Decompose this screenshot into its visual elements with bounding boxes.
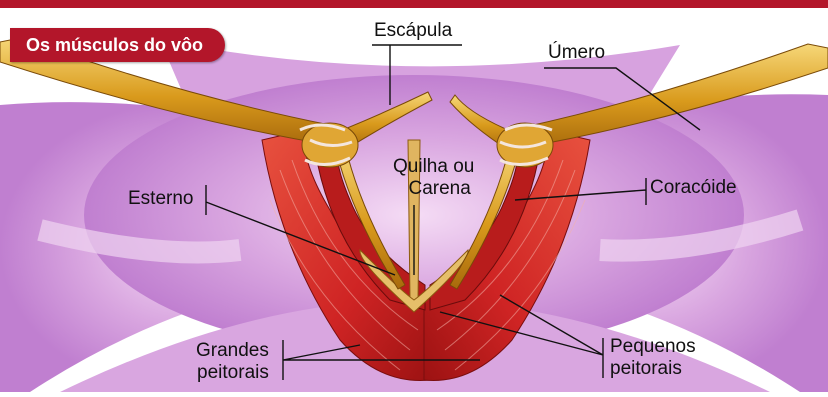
label-pequenos-peitorais: Pequenos peitorais [610, 336, 696, 380]
label-coracoide: Coracóide [650, 177, 737, 199]
label-pequenos-line2: peitorais [610, 358, 696, 380]
label-esterno: Esterno [128, 188, 193, 210]
title-text: Os músculos do vôo [26, 35, 203, 56]
label-grandes-line1: Grandes [196, 340, 269, 362]
label-quilha-line2: Carena [393, 178, 474, 200]
label-pequenos-line1: Pequenos [610, 336, 696, 358]
label-grandes-peitorais: Grandes peitorais [196, 340, 269, 384]
label-quilha-line1: Quilha ou [393, 156, 474, 178]
top-accent-bar [0, 0, 828, 8]
title-badge: Os músculos do vôo [10, 28, 225, 62]
label-grandes-line2: peitorais [196, 362, 269, 384]
label-quilha: Quilha ou Carena [393, 156, 474, 200]
label-umero: Úmero [548, 42, 605, 64]
label-escapula: Escápula [374, 20, 452, 42]
